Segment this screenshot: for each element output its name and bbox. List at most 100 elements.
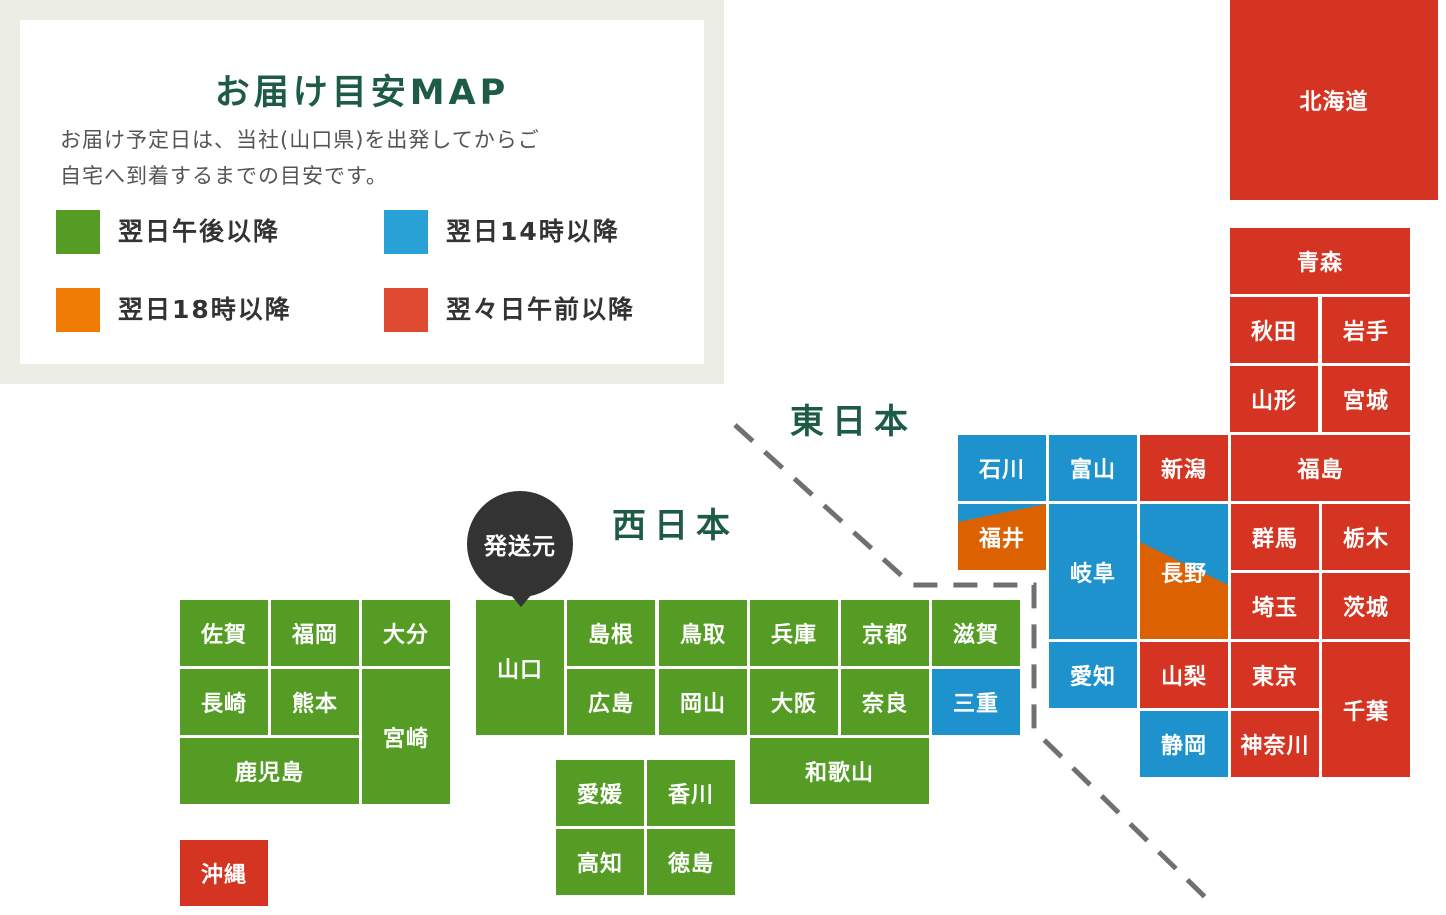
prefecture-label: 静岡 [1160,734,1207,759]
prefecture-label: 愛知 [1069,665,1116,690]
prefecture-15: 埼玉 [1231,573,1319,639]
origin-marker-pointer [510,594,532,607]
prefecture-label: 青森 [1296,251,1343,276]
legend-label-green: 翌日午後以降 [118,217,281,246]
prefecture-20: 千葉 [1322,642,1410,777]
prefecture-label: 秋田 [1250,320,1297,345]
legend-panel: お届け目安MAP お届け予定日は、当社(山口県)を出発してからご 自宅へ到着する… [0,0,724,384]
prefecture-18: 山梨 [1140,642,1228,708]
prefecture-label: 愛媛 [576,783,623,808]
prefecture-32: 島根 [567,600,655,666]
prefecture-2: 秋田 [1230,297,1318,363]
prefecture-label: 広島 [587,692,634,717]
prefecture-label: 神奈川 [1240,734,1310,759]
prefecture-4: 山形 [1230,366,1318,432]
prefecture-label: 福井 [978,527,1025,552]
prefecture-26: 奈良 [841,669,929,735]
prefecture-label: 長野 [1160,561,1207,587]
prefecture-label: 鳥取 [679,623,726,648]
legend-label-blue: 翌日14時以降 [446,217,620,246]
prefecture-16: 茨城 [1322,573,1410,639]
prefecture-label: 滋賀 [952,623,999,648]
legend-title: お届け目安MAP [214,73,510,113]
legend-swatch-red [384,288,428,332]
prefecture-9: 福島 [1231,435,1410,501]
prefecture-label: 徳島 [667,852,714,877]
legend-swatch-blue [384,210,428,254]
legend-swatch-green [56,210,100,254]
prefecture-46: 沖縄 [180,840,268,906]
prefecture-label: 福島 [1297,458,1344,483]
prefecture-34: 山口 [476,600,564,735]
prefecture-44: 宮崎 [362,669,450,804]
prefecture-label: 沖縄 [200,863,247,888]
prefecture-19: 東京 [1231,642,1319,708]
prefecture-8: 新潟 [1140,435,1228,501]
prefecture-label: 栃木 [1342,527,1389,552]
prefecture-label: 山梨 [1160,665,1207,690]
prefecture-label: 大分 [382,623,429,648]
prefecture-label: 新潟 [1160,458,1207,483]
prefecture-36: 香川 [647,760,735,826]
prefecture-22: 神奈川 [1231,711,1319,777]
prefecture-12: 長野 [1140,504,1228,639]
prefecture-label: 佐賀 [200,623,247,648]
prefecture-35: 愛媛 [556,760,644,826]
region-label-east: 東日本 [790,402,916,442]
prefecture-31: 岡山 [659,669,747,735]
prefecture-0: 北海道 [1230,0,1438,200]
prefecture-45: 鹿児島 [180,738,359,804]
prefecture-label: 長崎 [200,692,247,717]
prefecture-label: 鹿児島 [234,761,304,786]
prefecture-label: 京都 [861,623,908,648]
prefecture-6: 石川 [958,435,1046,501]
region-label-west: 西日本 [612,506,738,546]
prefecture-29: 和歌山 [750,738,929,804]
prefecture-10: 福井 [958,504,1046,570]
prefecture-40: 福岡 [271,600,359,666]
prefecture-label: 三重 [952,692,999,717]
prefecture-label: 奈良 [861,692,908,717]
prefecture-37: 高知 [556,829,644,895]
prefecture-label: 東京 [1251,665,1298,690]
prefecture-27: 兵庫 [750,600,838,666]
prefecture-split-fill [958,504,1046,570]
prefecture-30: 鳥取 [659,600,747,666]
prefecture-label: 香川 [667,783,714,808]
prefecture-28: 大阪 [750,669,838,735]
prefecture-label: 高知 [576,852,623,877]
legend-description: お届け予定日は、当社(山口県)を出発してからご 自宅へ到着するまでの目安です。 [60,122,680,194]
prefecture-label: 千葉 [1342,699,1389,725]
prefecture-label: 北海道 [1299,90,1369,115]
prefecture-label: 宮城 [1342,389,1389,414]
prefecture-label: 富山 [1069,458,1116,483]
prefecture-24: 三重 [932,669,1020,735]
prefecture-14: 栃木 [1322,504,1410,570]
prefecture-21: 静岡 [1140,711,1228,777]
prefecture-7: 富山 [1049,435,1137,501]
prefecture-13: 群馬 [1231,504,1319,570]
prefecture-38: 徳島 [647,829,735,895]
prefecture-split-fill [1140,504,1228,585]
prefecture-42: 長崎 [180,669,268,735]
prefecture-label: 山形 [1250,389,1297,414]
legend-label-red: 翌々日午前以降 [446,295,636,324]
legend-label-orange: 翌日18時以降 [118,295,292,324]
prefecture-3: 岩手 [1322,297,1410,363]
prefecture-label: 群馬 [1251,527,1298,552]
legend-card: お届け目安MAP お届け予定日は、当社(山口県)を出発してからご 自宅へ到着する… [20,20,704,364]
prefecture-label: 福岡 [291,623,338,648]
prefecture-17: 愛知 [1049,642,1137,708]
prefecture-label: 岩手 [1342,320,1389,345]
prefecture-5: 宮城 [1322,366,1410,432]
origin-marker-label: 発送元 [484,534,556,560]
prefecture-label: 大阪 [770,692,817,717]
prefecture-1: 青森 [1230,228,1410,294]
prefecture-39: 佐賀 [180,600,268,666]
prefecture-label: 宮崎 [382,726,429,752]
legend-description-line2: 自宅へ到着するまでの目安です。 [60,164,388,188]
prefecture-label: 和歌山 [804,761,874,786]
prefecture-label: 石川 [978,458,1025,483]
legend-swatch-orange [56,288,100,332]
